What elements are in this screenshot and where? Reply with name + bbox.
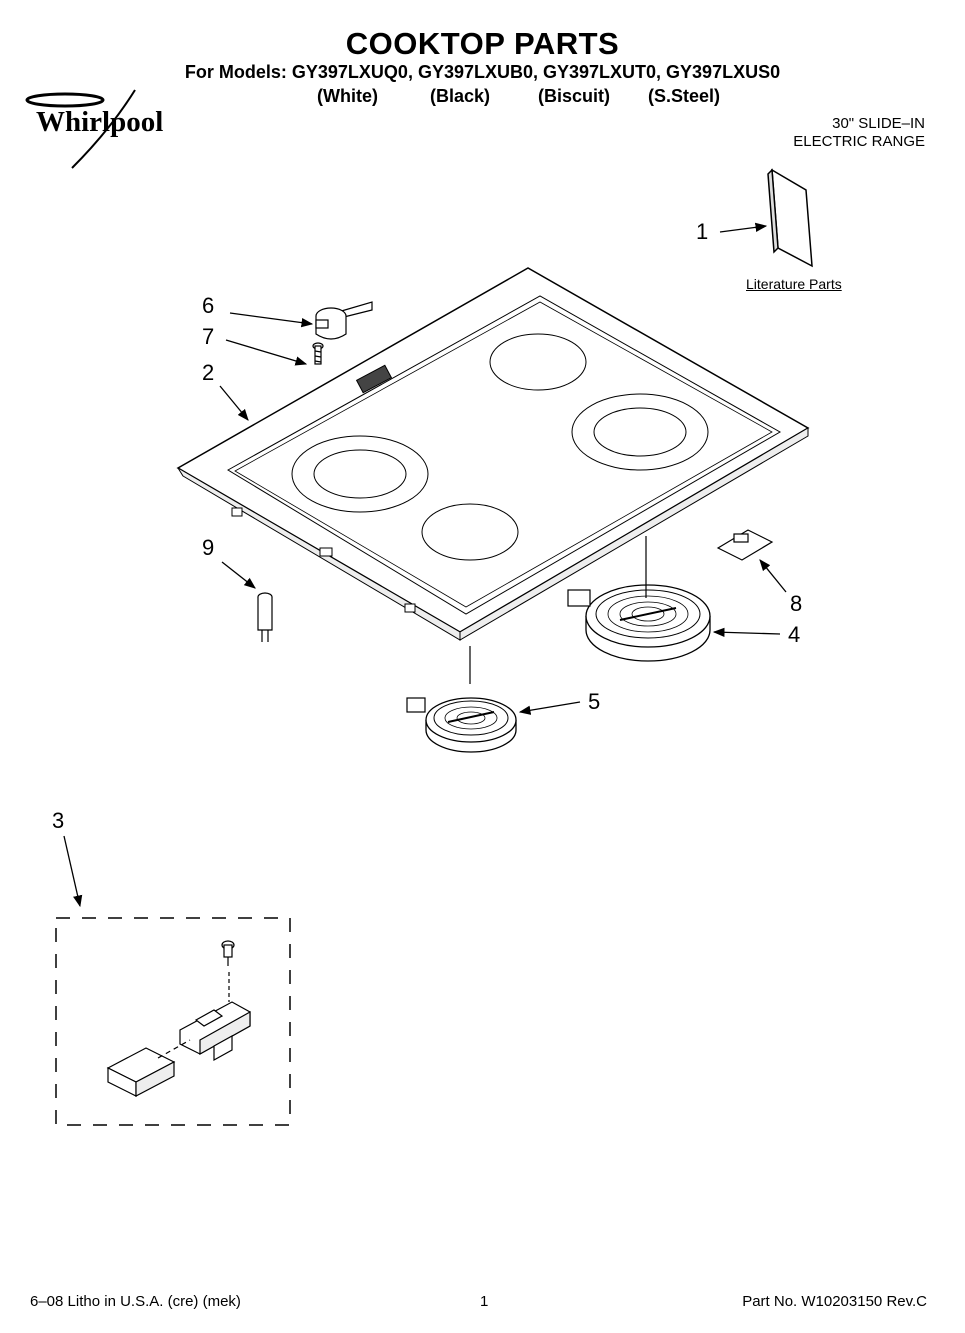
footer-page-number: 1 bbox=[480, 1293, 489, 1310]
mounting-screw bbox=[312, 342, 324, 365]
color-biscuit: (Biscuit) bbox=[538, 86, 610, 106]
burner-zone-right-front bbox=[421, 503, 519, 561]
callout-4: 4 bbox=[788, 622, 801, 647]
terminal-bracket bbox=[716, 529, 774, 561]
burner-zone-right-rear bbox=[571, 393, 709, 471]
footer-part-number: Part No. W10203150 Rev.C bbox=[742, 1293, 927, 1310]
callout-3: 3 bbox=[52, 808, 65, 833]
literature-booklet bbox=[767, 168, 813, 268]
color-stainless: (S.Steel) bbox=[648, 86, 721, 106]
kit-box-part-3 bbox=[55, 917, 291, 1126]
radiant-element-large bbox=[567, 584, 711, 662]
footer-litho: 6–08 Litho in U.S.A. (cre) (mek) bbox=[30, 1293, 241, 1310]
terminal-block-kit bbox=[106, 940, 251, 1097]
logo-swoosh bbox=[25, 89, 136, 169]
callout-6: 6 bbox=[202, 293, 215, 318]
product-line-2: ELECTRIC RANGE bbox=[793, 133, 925, 150]
callout-5: 5 bbox=[588, 689, 601, 714]
brand-logo: Whirlpool bbox=[36, 106, 164, 138]
radiant-element-small bbox=[406, 697, 517, 753]
models-line: For Models: GY397LXUQ0, GY397LXUB0, GY39… bbox=[184, 62, 781, 82]
leader-arrows bbox=[63, 222, 787, 908]
product-description: 30" SLIDE–IN ELECTRIC RANGE bbox=[725, 115, 925, 151]
limit-switch bbox=[315, 301, 373, 340]
burner-zone-left-rear bbox=[489, 333, 587, 391]
burner-zone-left-front bbox=[291, 435, 429, 513]
cooktop-glass bbox=[176, 267, 810, 641]
callout-7: 7 bbox=[202, 324, 215, 349]
literature-parts-label: Literature Parts bbox=[746, 276, 842, 292]
callout-1: 1 bbox=[696, 219, 709, 244]
product-line-1: 30" SLIDE–IN bbox=[832, 115, 925, 132]
color-black: (Black) bbox=[430, 86, 491, 106]
callout-2: 2 bbox=[202, 360, 215, 385]
callout-9: 9 bbox=[202, 535, 215, 560]
callout-8: 8 bbox=[790, 591, 803, 616]
page-title: COOKTOP PARTS bbox=[345, 26, 620, 61]
indicator-lamp bbox=[257, 592, 273, 642]
color-white: (White) bbox=[317, 86, 378, 106]
